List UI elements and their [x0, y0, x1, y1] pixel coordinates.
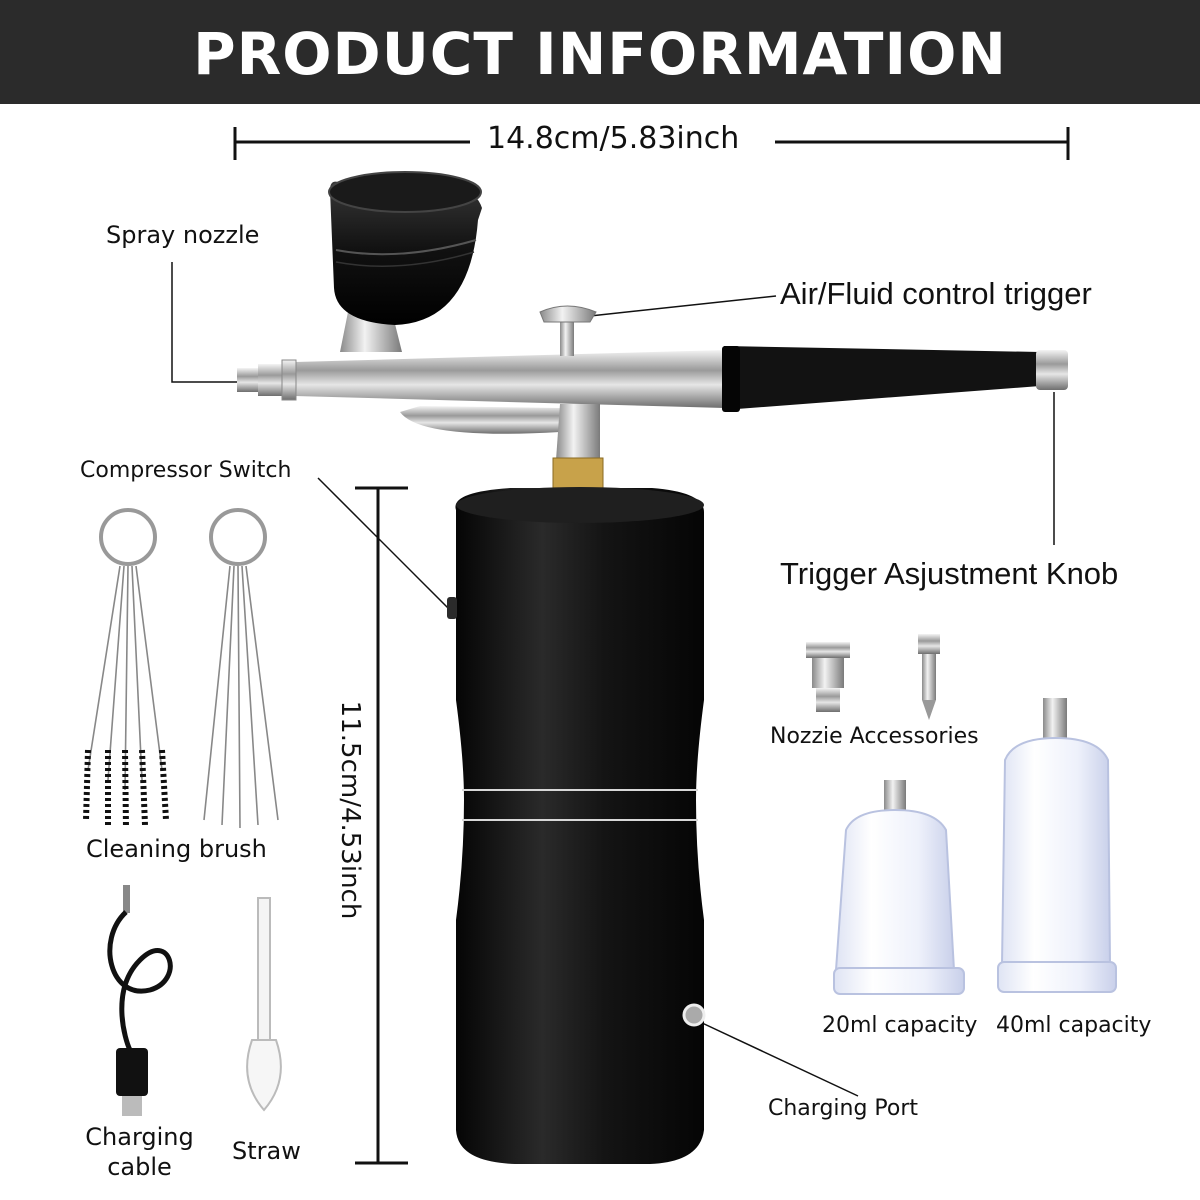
compressor-switch: [447, 597, 457, 619]
spray-nozzle-label: Spray nozzle: [106, 221, 260, 249]
cup-40ml: [997, 698, 1117, 993]
nozzle-cap: [237, 368, 259, 392]
compressor-switch-label: Compressor Switch: [80, 458, 292, 483]
straw: [246, 897, 282, 1112]
barrel: [295, 350, 725, 408]
cup-20-label: 20ml capacity: [822, 1013, 978, 1038]
page-title: PRODUCT INFORMATION: [193, 20, 1007, 88]
nozzle-accessories-parts: [806, 634, 940, 720]
brass-fitting: [552, 457, 604, 489]
cup-40-label: 40ml capacity: [996, 1013, 1152, 1038]
spray-nozzle-leader: [171, 262, 237, 383]
charging-port: [682, 1003, 706, 1027]
adjust-knob-label: Trigger Asjustment Knob: [780, 556, 1119, 591]
length-dimension-line: [233, 127, 1070, 160]
trigger-leader: [589, 295, 777, 317]
airbrush-gun: [237, 171, 1068, 489]
straw-label: Straw: [232, 1137, 301, 1165]
height-dimension-line: [355, 486, 408, 1165]
compressor-switch-leader: [317, 477, 449, 609]
cleaning-brush-label: Cleaning brush: [86, 835, 267, 863]
cleaning-brush: [83, 508, 279, 829]
charging-cable: [107, 885, 173, 1116]
trigger-label: Air/Fluid control trigger: [780, 276, 1092, 311]
height-dimension-label: 11.5cm/4.53inch: [335, 700, 365, 920]
charging-port-leader: [699, 1021, 859, 1097]
charging-cable-label: Charging cable: [85, 1123, 194, 1181]
nozzle-accessories-label: Nozzie Accessories: [770, 724, 979, 749]
cup-20ml: [833, 780, 965, 995]
paint-cup: [328, 171, 482, 352]
compressor-body: [447, 487, 706, 1164]
length-dimension-label: 14.8cm/5.83inch: [487, 121, 740, 156]
barrel-handle: [724, 346, 1040, 410]
trigger-adjustment-knob: [1036, 350, 1068, 390]
charging-port-label: Charging Port: [768, 1096, 919, 1121]
header-banner: PRODUCT INFORMATION: [0, 0, 1200, 104]
control-trigger: [539, 305, 597, 356]
